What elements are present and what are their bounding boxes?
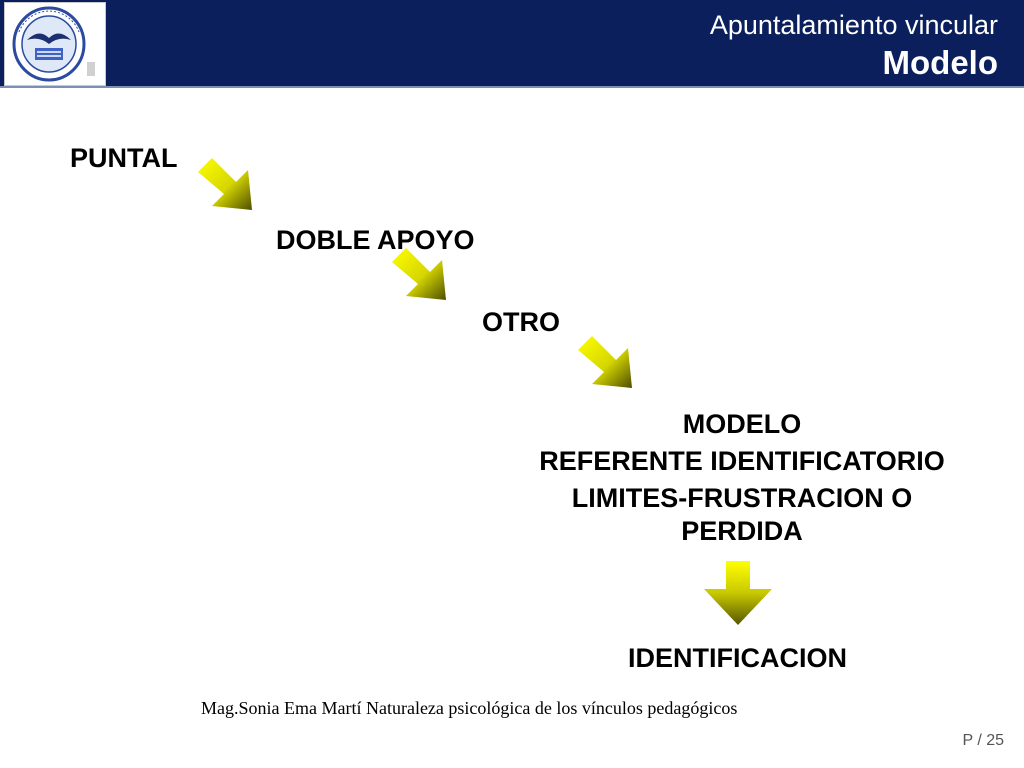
slide-title: Modelo <box>882 44 998 81</box>
page-number: P / 25 <box>962 732 1004 749</box>
slide-subtitle: Apuntalamiento vincular <box>709 10 998 40</box>
diagonal-arrow-icon <box>578 336 632 388</box>
footer-credit: Mag.Sonia Ema Martí Naturaleza psicológi… <box>201 698 738 718</box>
university-logo <box>4 2 106 86</box>
diagonal-arrow-icon <box>392 248 446 300</box>
step-otro: OTRO <box>482 307 560 337</box>
result-identificacion: IDENTIFICACION <box>628 643 847 673</box>
modelo-line: MODELO <box>682 409 802 439</box>
down-arrow-icon <box>704 561 772 625</box>
diagonal-arrow-icon <box>198 158 252 210</box>
modelo-line: REFERENTE IDENTIFICATORIO <box>539 446 945 476</box>
step-doble-apoyo: DOBLE APOYO <box>276 225 475 255</box>
step-puntal: PUNTAL <box>70 143 178 173</box>
modelo-line: LIMITES-FRUSTRACION O <box>571 483 913 513</box>
modelo-block: MODELO REFERENTE IDENTIFICATORIO LIMITES… <box>502 406 982 550</box>
slide-header: Apuntalamiento vincular Modelo <box>0 0 1024 88</box>
modelo-line: PERDIDA <box>681 516 803 546</box>
university-seal-icon <box>12 6 95 82</box>
